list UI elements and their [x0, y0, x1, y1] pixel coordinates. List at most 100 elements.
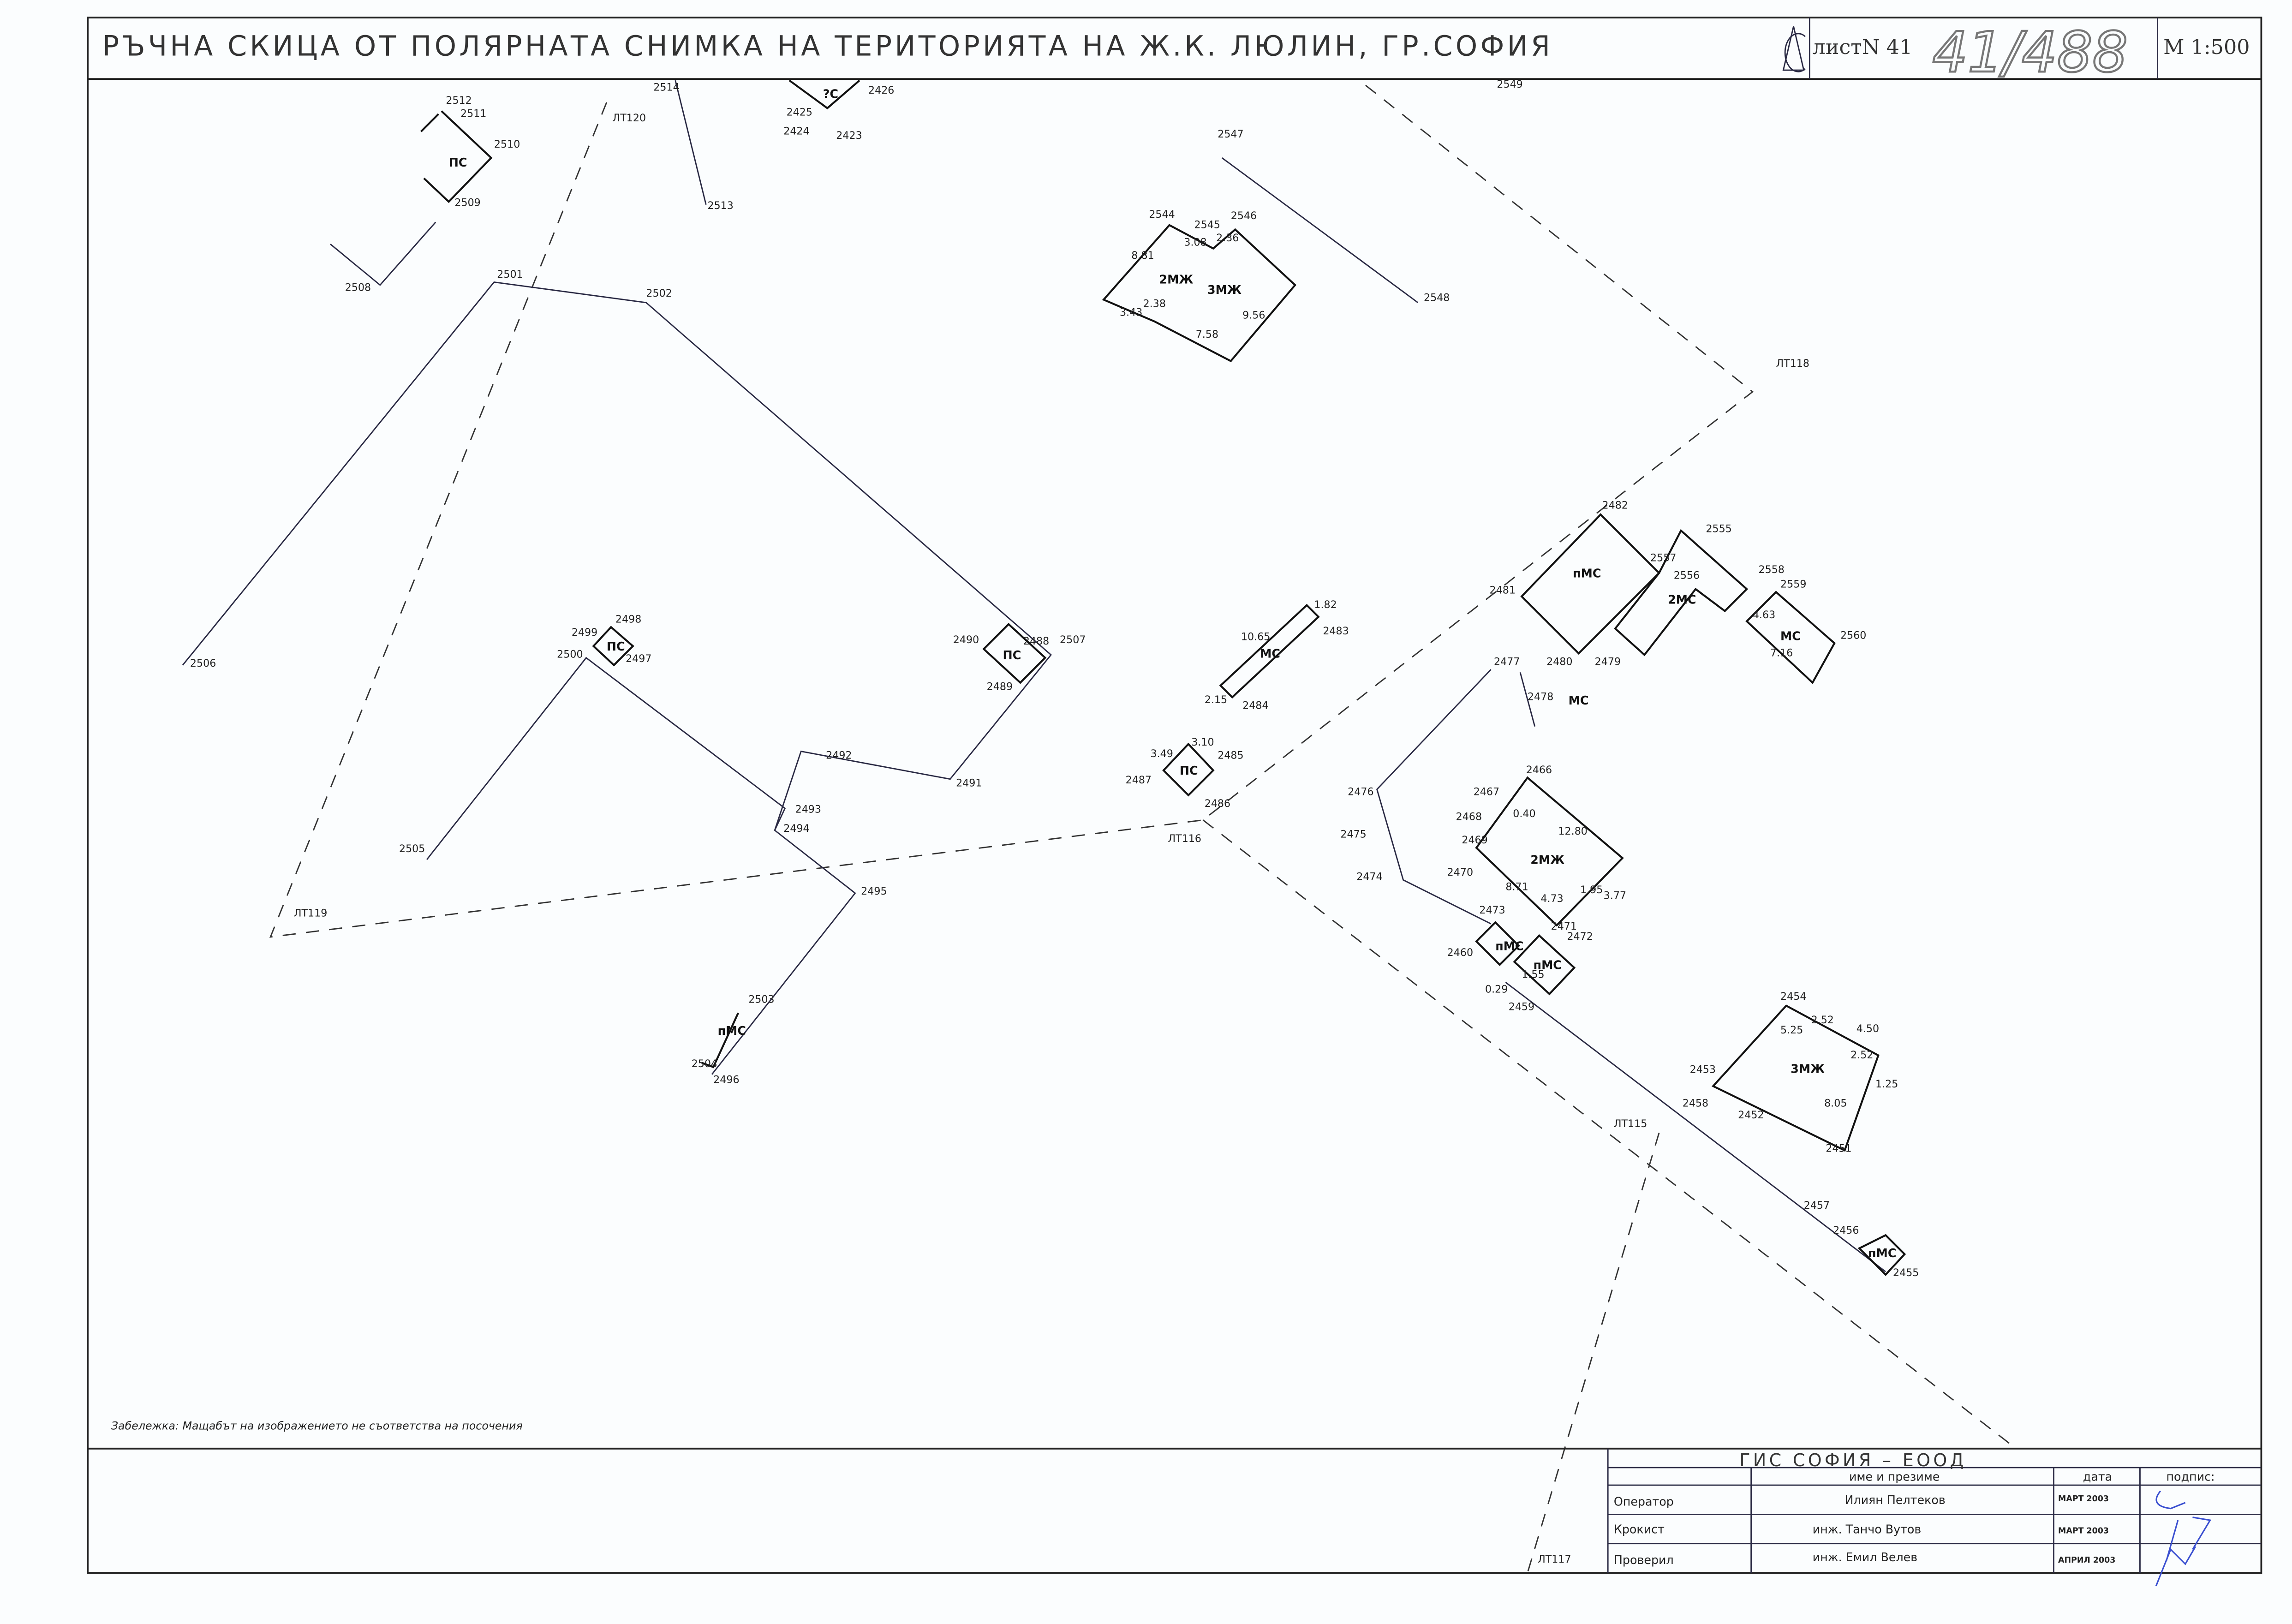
building-label: пМС: [1573, 566, 1601, 580]
buildings: [420, 79, 1906, 1276]
point-label: 2473: [1479, 904, 1505, 916]
title-block: ГИС СОФИЯ – ЕООД име и презиме дата подп…: [1607, 1448, 2262, 1587]
point-label: 2500: [557, 649, 583, 661]
point-label: 2557: [1650, 552, 1676, 564]
point-label: 2460: [1447, 947, 1473, 959]
point-label: 1.55: [1522, 969, 1544, 981]
point-label: 7.58: [1196, 328, 1218, 340]
point-label: 2.38: [1143, 298, 1166, 310]
role-label: Крокист: [1614, 1522, 1665, 1536]
building-label: 3МЖ: [1207, 283, 1242, 297]
company-name: ГИС СОФИЯ – ЕООД: [1739, 1450, 1966, 1470]
page-title: РЪЧНА СКИЦА ОТ ПОЛЯРНАТА СНИМКА НА ТЕРИТ…: [102, 30, 1553, 62]
point-label: 2.15: [1205, 694, 1227, 706]
person-name: инж. Емил Велев: [1813, 1550, 1917, 1564]
point-label: 4.63: [1753, 609, 1775, 621]
point-label: 2470: [1447, 866, 1473, 878]
point-label: 2459: [1509, 1001, 1534, 1013]
scale-label: M 1:500: [2163, 36, 2250, 59]
point-label: 2457: [1804, 1200, 1830, 1212]
header-name: име и презиме: [1849, 1470, 1940, 1484]
point-label: 2.36: [1216, 232, 1239, 244]
point-label: 2559: [1780, 579, 1806, 591]
point-label: 2489: [987, 681, 1013, 693]
point-label: 2468: [1456, 811, 1482, 823]
point-label: 2505: [399, 843, 425, 855]
point-label: 2486: [1205, 798, 1230, 810]
point-label: 3.43: [1120, 306, 1142, 318]
point-label: 2479: [1595, 656, 1621, 668]
station-label: ЛТ120: [613, 112, 646, 124]
scale-note: Забележка: Мащабът на изображението не с…: [111, 1420, 523, 1433]
building-label: МС: [1780, 629, 1801, 643]
point-label: 2503: [748, 993, 774, 1005]
point-label: 3.49: [1151, 748, 1173, 760]
role-label: Проверил: [1614, 1553, 1674, 1567]
point-label: 2547: [1218, 128, 1243, 140]
point-label: 2544: [1149, 209, 1175, 221]
point-label: 8.71: [1505, 881, 1528, 893]
point-label: 2472: [1567, 931, 1593, 943]
sheet-number: листN 41: [1813, 36, 1912, 59]
role-label: Оператор: [1614, 1494, 1674, 1508]
date-value: АПРИЛ 2003: [2058, 1556, 2115, 1565]
building-label: пМС: [1534, 958, 1562, 972]
point-label: 2511: [460, 107, 486, 119]
point-label: 2507: [1060, 634, 1086, 646]
point-label: 2466: [1526, 764, 1552, 776]
building-label: пМС: [1495, 939, 1523, 953]
point-label: 2498: [615, 614, 641, 626]
date-value: МАРТ 2003: [2058, 1527, 2109, 1536]
point-label: 2545: [1194, 219, 1220, 231]
point-label: 1.82: [1314, 599, 1337, 611]
point-label: 3.77: [1604, 890, 1626, 902]
person-name: Илиян Пелтеков: [1844, 1493, 1945, 1507]
point-label: 2502: [646, 287, 672, 299]
point-label: 2453: [1690, 1064, 1716, 1076]
point-label: 2512: [446, 95, 472, 107]
point-label: 2481: [1490, 584, 1516, 596]
building-label: пМС: [718, 1024, 746, 1038]
point-label: 2424: [783, 125, 809, 137]
point-label: 2475: [1340, 828, 1366, 840]
point-label: 2483: [1323, 625, 1349, 637]
point-label: 2488: [1023, 635, 1049, 647]
point-label: 3.08: [1184, 236, 1206, 248]
point-label: 2514: [653, 81, 679, 93]
point-label: 2.52: [1850, 1049, 1873, 1061]
building-label: ПС: [1180, 764, 1198, 777]
point-label: 0.29: [1485, 983, 1508, 995]
header-signature: подпис:: [2166, 1470, 2214, 1484]
point-label: 8.81: [1131, 250, 1154, 262]
sheet-frame: [87, 17, 2262, 1574]
point-label: 2485: [1218, 749, 1243, 761]
handwritten-sheet-id: 41/488: [1933, 20, 2128, 85]
point-label: 2491: [956, 777, 982, 789]
building-label: ПС: [1003, 648, 1021, 662]
point-label: 2548: [1424, 292, 1450, 304]
point-label: 12.80: [1558, 825, 1587, 837]
point-label: 2496: [713, 1074, 739, 1086]
header-date: дата: [2083, 1470, 2112, 1484]
point-label: 2480: [1546, 656, 1572, 668]
point-label: 2549: [1497, 78, 1522, 90]
station-label: ЛТ116: [1168, 833, 1201, 845]
point-label: 2454: [1780, 991, 1806, 1003]
point-label: 2478: [1528, 691, 1553, 703]
point-label: 2425: [787, 106, 812, 118]
point-label: 2456: [1833, 1224, 1859, 1236]
survey-lines: [182, 80, 1886, 1272]
point-label: 2555: [1706, 523, 1731, 535]
point-label: 2558: [1759, 564, 1785, 576]
point-label: 2556: [1674, 570, 1700, 582]
point-label: 2508: [345, 281, 371, 293]
point-label: 4.50: [1856, 1023, 1879, 1035]
point-label: 2509: [454, 197, 480, 209]
signatures: [2155, 1490, 2212, 1587]
point-label: 2423: [836, 130, 862, 142]
building-label: ?С: [823, 87, 838, 101]
station-label: ЛТ115: [1614, 1118, 1647, 1130]
person-name: инж. Танчо Вутов: [1813, 1522, 1922, 1536]
